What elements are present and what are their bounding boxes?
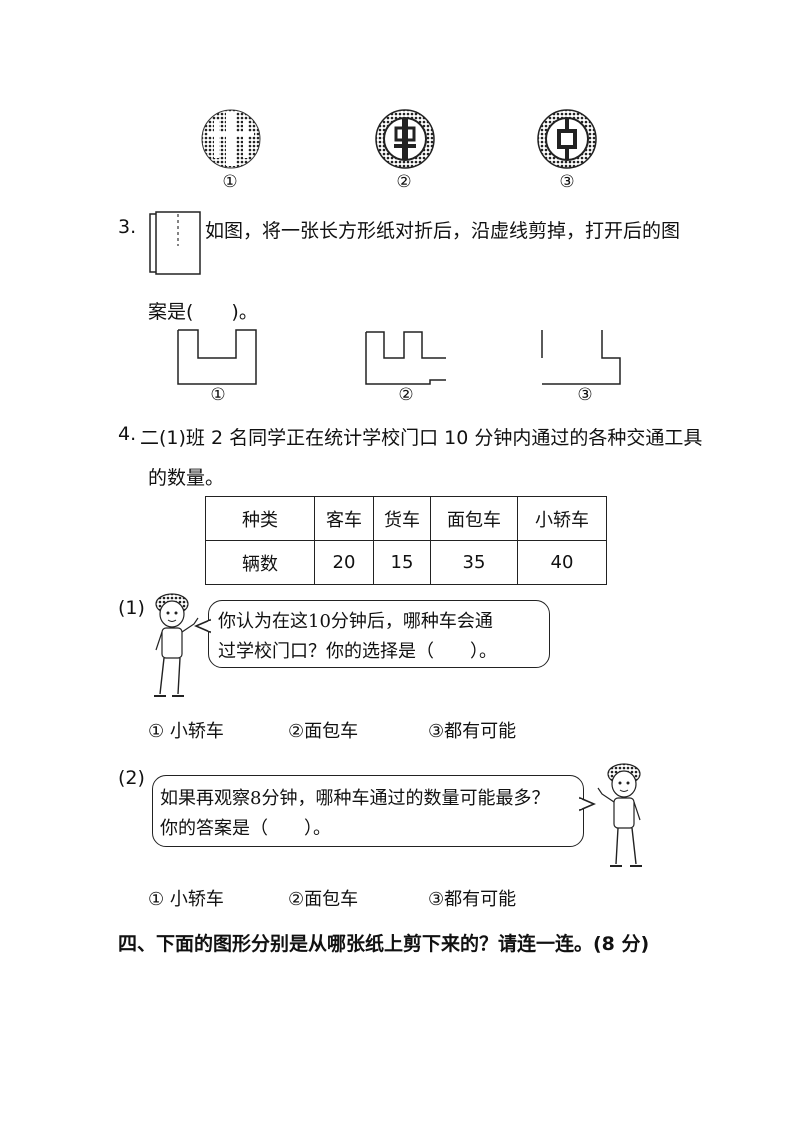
- table-header-cell: 客车: [314, 496, 374, 541]
- q4-sub1-choice-3: ③都有可能: [428, 721, 517, 742]
- q4-text-line2: 的数量。: [148, 467, 225, 489]
- table-header-cell: 面包车: [430, 496, 518, 541]
- q4-sub2-choice-1: ① 小轿车: [148, 889, 224, 910]
- coin-1-label: ①: [222, 172, 238, 192]
- table-row-label: 辆数: [205, 540, 315, 585]
- q3-text-line1: 如图，将一张长方形纸对折后，沿虚线剪掉，打开后的图: [205, 220, 681, 242]
- table-header-row: 种类 客车 货车 面包车 小轿车: [205, 496, 607, 541]
- speech-bubble-1: [208, 600, 550, 668]
- speech-bubble-2-tail: [578, 796, 596, 812]
- table-cell: 20: [314, 540, 374, 585]
- table-header-cell: 小轿车: [517, 496, 607, 541]
- speech-bubble-1-line2: 过学校门口？你的选择是（ ）。: [218, 641, 497, 662]
- q3-number: 3.: [118, 216, 137, 238]
- q4-sub2-choice-2: ②面包车: [288, 889, 359, 910]
- section-4-title: 四、下面的图形分别是从哪张纸上剪下来的？请连一连。(8 分): [118, 933, 650, 955]
- q3-option-3-label: ③: [577, 385, 593, 405]
- table-row: 辆数 20 15 35 40: [205, 540, 607, 585]
- q3-option-1-label: ①: [210, 385, 226, 405]
- speech-bubble-2: [152, 775, 584, 847]
- q3-option-2-label: ②: [398, 385, 414, 405]
- speech-bubble-2-line2: 你的答案是（ ）。: [160, 818, 331, 839]
- q3-text-line2: 案是( )。: [148, 301, 258, 323]
- table-cell: 15: [373, 540, 431, 585]
- table-header-cell: 货车: [373, 496, 431, 541]
- q3-option-2-shape: [365, 331, 446, 385]
- folded-paper-icon: [149, 211, 201, 275]
- coin-2-image: [375, 109, 435, 169]
- q4-number: 4.: [118, 423, 137, 445]
- table-cell: 35: [430, 540, 518, 585]
- speech-bubble-1-tail: [194, 618, 212, 634]
- q4-text-line1: 二(1)班 2 名同学正在统计学校门口 10 分钟内通过的各种交通工具: [140, 427, 703, 449]
- vehicle-count-table: 种类 客车 货车 面包车 小轿车 辆数 20 15 35 40: [205, 496, 607, 585]
- q4-sub1-choice-1: ① 小轿车: [148, 721, 224, 742]
- speech-bubble-2-line1: 如果再观察8分钟，哪种车通过的数量可能最多？: [160, 788, 550, 809]
- q3-option-1-shape: [177, 329, 257, 385]
- coin-3-label: ③: [559, 172, 575, 192]
- q4-sub1-choice-2: ②面包车: [288, 721, 359, 742]
- boy-cartoon-image: [597, 763, 642, 867]
- q4-sub2-choice-3: ③都有可能: [428, 889, 517, 910]
- coin-1-image: [201, 109, 261, 169]
- coin-3-image: [537, 109, 597, 169]
- coin-2-label: ②: [396, 172, 412, 192]
- q4-sub2-label: (2): [118, 767, 145, 789]
- speech-bubble-1-line1: 你认为在这10分钟后，哪种车会通: [218, 611, 493, 632]
- table-header-cell: 种类: [205, 496, 315, 541]
- table-cell: 40: [517, 540, 607, 585]
- q4-sub1-label: (1): [118, 597, 145, 619]
- q3-option-3-shape: [541, 330, 621, 385]
- boy-cartoon-image: [154, 593, 199, 697]
